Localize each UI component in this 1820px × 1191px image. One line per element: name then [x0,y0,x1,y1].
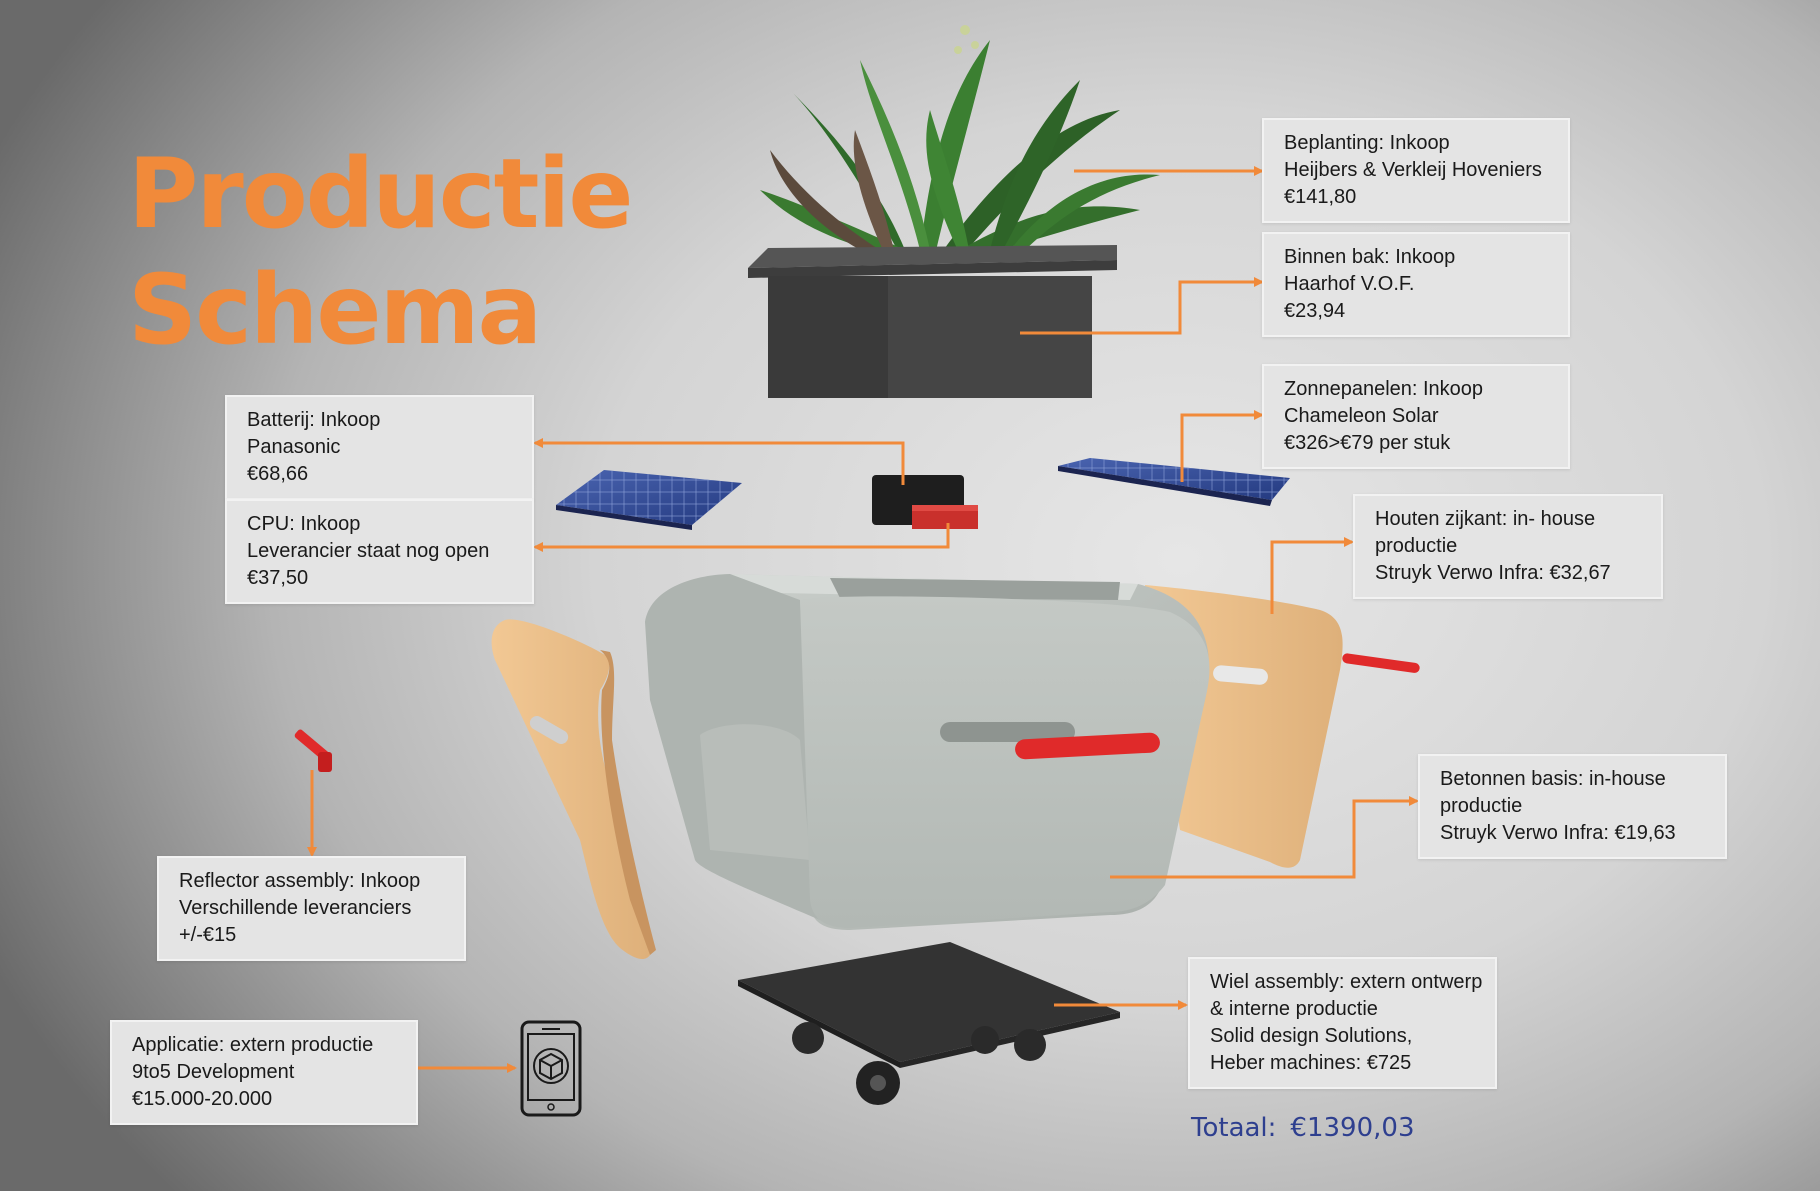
solar-panel-right [1058,458,1290,506]
callout-line: Betonnen basis: in-house [1440,768,1666,790]
total-label: Totaal: [1191,1113,1277,1143]
page-title-line2: Schema [128,254,542,366]
callout-line: Batterij: Inkoop [247,409,381,431]
callout-line: +/-€15 [179,924,237,946]
callout-houten-zijkant: Houten zijkant: in- house productie Stru… [1353,494,1663,599]
callout-applicatie: Applicatie: extern productie 9to5 Develo… [110,1020,418,1125]
callout-line: Struyk Verwo Infra: €32,67 [1375,562,1611,584]
phone-app-icon [520,1020,582,1117]
callout-line: Houten zijkant: in- house [1375,508,1596,530]
page-title-line1: Productie [128,138,634,250]
connector-arrows [307,166,1419,1073]
callout-line: 9to5 Development [132,1061,295,1083]
callout-line: Applicatie: extern productie [132,1034,374,1056]
battery-and-cpu [872,475,978,529]
reflector-part [294,729,332,772]
callout-line: Haarhof V.O.F. [1284,273,1415,295]
callout-zonnepanelen: Zonnepanelen: Inkoop Chameleon Solar €32… [1262,364,1570,469]
callout-line: €15.000-20.000 [132,1088,273,1110]
callout-line: productie [1375,535,1458,557]
callout-line: Leverancier staat nog open [247,540,490,562]
callout-line: Struyk Verwo Infra: €19,63 [1440,822,1676,844]
callout-line: Zonnepanelen: Inkoop [1284,378,1484,400]
total-value: €1390,03 [1290,1113,1415,1143]
callout-line: Heber machines: €725 [1210,1052,1412,1074]
callout-wiel-assembly: Wiel assembly: extern ontwerp & interne … [1188,957,1497,1089]
concrete-base [645,574,1210,930]
callout-line: Panasonic [247,436,341,458]
callout-line: productie [1440,795,1523,817]
callout-line: €37,50 [247,567,309,589]
wooden-side-panel-left [491,619,656,960]
inner-planter-box [748,245,1117,398]
callout-line: €23,94 [1284,300,1346,322]
callout-line: Wiel assembly: extern ontwerp [1210,971,1483,993]
callout-batterij: Batterij: Inkoop Panasonic €68,66 [225,395,534,500]
callout-line: Chameleon Solar [1284,405,1439,427]
callout-line: Solid design Solutions, [1210,1025,1413,1047]
callout-line: CPU: Inkoop [247,513,361,535]
callout-betonnen-basis: Betonnen basis: in-house productie Struy… [1418,754,1727,859]
callout-line: Binnen bak: Inkoop [1284,246,1456,268]
total-cost: Totaal: €1390,03 [1191,1113,1414,1143]
callout-line: Beplanting: Inkoop [1284,132,1450,154]
callout-line: Verschillende leveranciers [179,897,412,919]
solar-panel-left [556,470,742,530]
callout-reflector: Reflector assembly: Inkoop Verschillende… [157,856,466,961]
callout-cpu: CPU: Inkoop Leverancier staat nog open €… [225,499,534,604]
callout-line: Heijbers & Verkleij Hoveniers [1284,159,1542,181]
callout-beplanting: Beplanting: Inkoop Heijbers & Verkleij H… [1262,118,1570,223]
callout-line: €326>€79 per stuk [1284,432,1451,454]
callout-binnen-bak: Binnen bak: Inkoop Haarhof V.O.F. €23,94 [1262,232,1570,337]
wheel-assembly [738,942,1120,1105]
callout-line: Reflector assembly: Inkoop [179,870,421,892]
callout-line: & interne productie [1210,998,1378,1020]
plants [760,25,1160,258]
callout-line: €141,80 [1284,186,1357,208]
callout-line: €68,66 [247,463,309,485]
